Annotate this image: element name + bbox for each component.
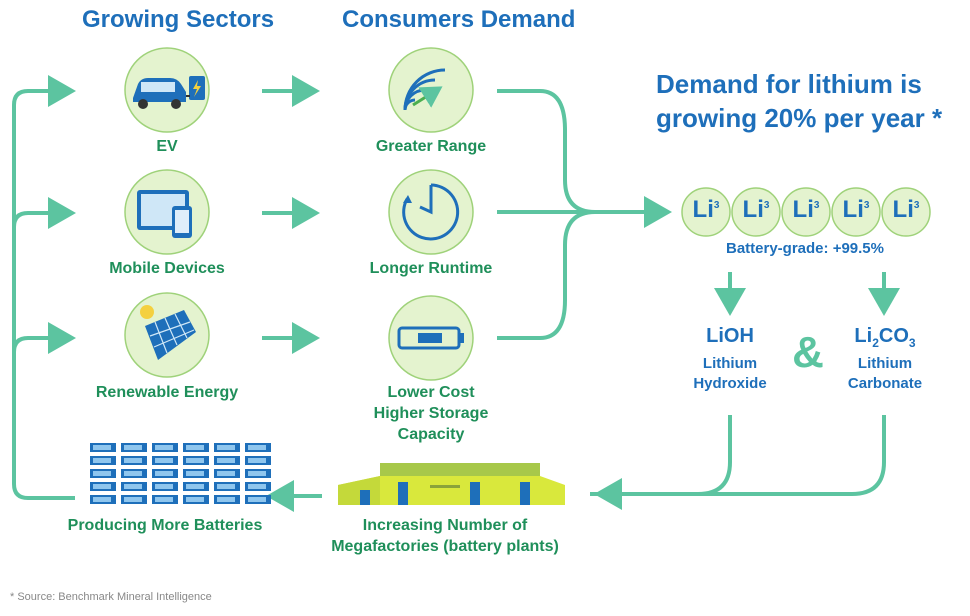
- li2co3-name-line1: Lithium: [857, 355, 913, 372]
- battery-cell-fill: [124, 471, 142, 476]
- curve-cost-lithium: [497, 210, 596, 340]
- battery-cell-fill: [248, 445, 266, 450]
- battery-cell-fill: [217, 445, 235, 450]
- lioh-name-line2: Hydroxide: [693, 375, 767, 392]
- megafactory-icon: [338, 463, 565, 505]
- battery-cell-fill: [186, 497, 204, 502]
- header-growing-sectors: Growing Sectors: [82, 6, 275, 33]
- ev-icon: [124, 47, 210, 133]
- curve-range-lithium: [497, 89, 596, 214]
- battery-cell-fill: [186, 445, 204, 450]
- solar-panel-icon: [124, 292, 210, 378]
- li-atom-1: Li3: [692, 196, 720, 223]
- header-consumers-demand: Consumers Demand: [342, 6, 576, 33]
- battery-cell-fill: [124, 484, 142, 489]
- curve-li2co3-factories: [594, 415, 886, 510]
- battery-cell-fill: [155, 458, 173, 463]
- range-signal-icon: [388, 47, 474, 133]
- demand-label-cost: Lower Cost Higher Storage Capacity: [351, 382, 511, 445]
- li-atom-3: Li3: [792, 196, 820, 223]
- li2co3-formula: Li2CO3: [854, 325, 916, 350]
- sector-label-renewable: Renewable Energy: [95, 384, 239, 401]
- battery-cell-fill: [248, 458, 266, 463]
- lioh-name-line1: Lithium: [702, 355, 758, 372]
- battery-cell-fill: [155, 445, 173, 450]
- li-atom-2: Li3: [742, 196, 770, 223]
- battery-cell-fill: [217, 497, 235, 502]
- li-atom-5: Li3: [892, 196, 920, 223]
- feedback-loop-line: [12, 75, 76, 500]
- battery-cell-fill: [248, 484, 266, 489]
- source-footnote: * Source: Benchmark Mineral Intelligence: [10, 591, 212, 603]
- headline-line2: growing 20% per year *: [656, 103, 943, 133]
- sector-label-mobile: Mobile Devices: [109, 260, 225, 277]
- li2co3-name-line2: Carbonate: [847, 375, 923, 392]
- lioh-name: Lithium Hydroxide: [670, 354, 790, 394]
- runtime-clock-icon: [388, 169, 474, 255]
- battery-cell-fill: [217, 484, 235, 489]
- li-atom-4: Li3: [842, 196, 870, 223]
- demand-label-runtime: Longer Runtime: [369, 260, 493, 277]
- li2co3-name: Lithium Carbonate: [825, 354, 945, 394]
- battery-cell-fill: [217, 458, 235, 463]
- lithium-demand-headline: Demand for lithium is growing 20% per ye…: [656, 67, 961, 135]
- demand-label-cost-line1: Lower Cost: [387, 384, 475, 401]
- battery-cell-fill: [124, 458, 142, 463]
- battery-cell-fill: [248, 471, 266, 476]
- ampersand: &: [792, 328, 824, 377]
- battery-cell-fill: [93, 484, 111, 489]
- battery-cell-fill: [186, 484, 204, 489]
- battery-cell-fill: [217, 471, 235, 476]
- battery-cell-fill: [93, 458, 111, 463]
- battery-cell-fill: [155, 471, 173, 476]
- headline-line1: Demand for lithium is: [656, 69, 922, 99]
- demand-label-cost-line2: Higher Storage: [373, 405, 489, 422]
- battery-cell-fill: [155, 484, 173, 489]
- megafactories-label-line1: Increasing Number of: [362, 517, 528, 534]
- battery-cell-fill: [186, 471, 204, 476]
- battery-cell-fill: [124, 497, 142, 502]
- battery-icon: [388, 295, 474, 381]
- battery-cell-fill: [93, 497, 111, 502]
- battery-cell-fill: [155, 497, 173, 502]
- battery-cell-fill: [186, 458, 204, 463]
- demand-label-cost-line3: Capacity: [397, 426, 465, 443]
- lioh-formula: LiOH: [706, 325, 754, 347]
- battery-cell-fill: [93, 471, 111, 476]
- feedback-arrow-mobile: [12, 197, 76, 229]
- mobile-devices-icon: [124, 169, 210, 255]
- battery-cell-fill: [248, 497, 266, 502]
- battery-grade-label: Battery-grade: +99.5%: [726, 240, 884, 257]
- battery-cell-fill: [93, 445, 111, 450]
- battery-grid-icon: [90, 443, 271, 504]
- megafactories-label-line2: Megafactories (battery plants): [331, 538, 559, 555]
- battery-cell-fill: [124, 445, 142, 450]
- producing-batteries-label: Producing More Batteries: [67, 517, 263, 534]
- sector-label-ev: EV: [156, 138, 178, 155]
- demand-label-range: Greater Range: [375, 138, 487, 155]
- megafactories-label: Increasing Number of Megafactories (batt…: [310, 515, 580, 557]
- feedback-arrow-renewable: [12, 322, 76, 354]
